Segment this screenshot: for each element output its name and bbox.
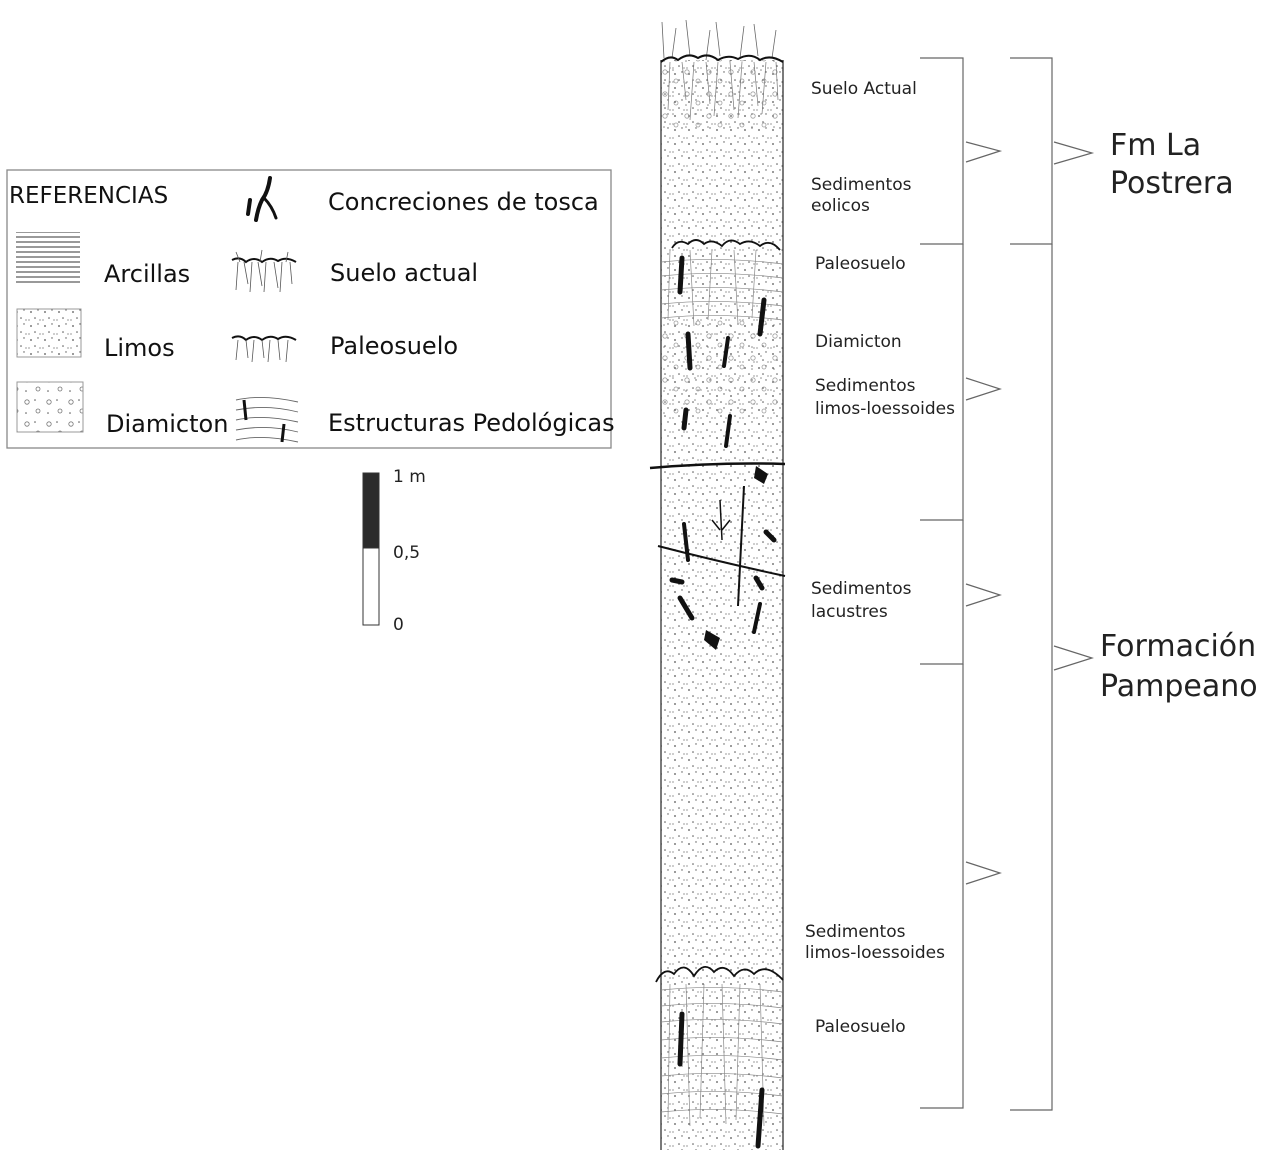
bracket-fm-la-postrera: [1010, 57, 1053, 245]
legend-title: REFERENCIAS: [9, 183, 168, 209]
legend-label-diamicton: Diamicton: [106, 410, 228, 438]
legend: REFERENCIAS Arcillas Limos Diamicton Con…: [6, 169, 615, 449]
diamicton-swatch: [16, 381, 84, 433]
formation-label-lower-2: Pampeano: [1100, 669, 1258, 704]
diamicton-zone-upper: [661, 60, 783, 130]
scale-lower-white: [362, 547, 380, 626]
concretion-6: [724, 414, 732, 448]
chevron-4: [965, 861, 1002, 885]
unit-label-limos-loessoides-2b: limos-loessoides: [805, 943, 945, 963]
unit-label-paleosuelo-upper: Paleosuelo: [815, 254, 906, 274]
concreciones-icon: [246, 176, 278, 222]
chevron-outer-2: [1053, 645, 1094, 671]
unit-label-suelo-actual: Suelo Actual: [811, 79, 917, 99]
chevron-outer-1: [1053, 141, 1095, 165]
formation-label-upper-2: Postrera: [1110, 166, 1234, 201]
paleosuelo-upper-surface: [671, 239, 781, 251]
paleosuelo-icon: [231, 335, 297, 363]
scale-label-mid: 0,5: [393, 543, 420, 563]
fracture-line-1: [649, 462, 786, 470]
unit-label-sedimentos-eolicos-2: eolicos: [811, 196, 870, 216]
bracket-middle: [920, 244, 964, 521]
concretion-3: [685, 331, 693, 371]
formation-label-lower-1: Formación: [1100, 629, 1256, 664]
legend-label-paleosuelo: Paleosuelo: [330, 332, 458, 360]
unit-label-paleosuelo-lower: Paleosuelo: [815, 1017, 906, 1037]
unit-label-limos-loessoides-1a: Sedimentos: [815, 376, 916, 396]
suelo-actual-icon: [231, 249, 297, 293]
scale-label-bottom: 0: [393, 615, 404, 635]
unit-label-lacustres-b: lacustres: [811, 602, 888, 622]
arcillas-swatch: [16, 232, 80, 286]
concretion-7: [754, 466, 768, 484]
suelo-actual-roots: [667, 61, 779, 121]
stratigraphic-column: [649, 19, 786, 1150]
concretion-14: [704, 630, 720, 650]
chevron-1: [965, 141, 1003, 163]
concretion-1: [677, 255, 685, 295]
surface-roots: [661, 19, 777, 61]
fracture-line-4: [711, 499, 731, 541]
concretion-12: [677, 595, 695, 621]
unit-labels: Suelo Actual Sedimentos eolicos Paleosue…: [805, 79, 955, 1037]
outer-brackets: [1010, 57, 1095, 1111]
paleosuelo-lower-surface: [655, 966, 784, 983]
legend-label-arcillas: Arcillas: [104, 260, 190, 288]
bracket-lower: [920, 664, 964, 1109]
chevron-3: [965, 583, 1002, 607]
unit-label-lacustres-a: Sedimentos: [811, 579, 912, 599]
estructuras-upper: [660, 249, 784, 327]
concretion-16: [755, 1087, 765, 1149]
concretion-9: [763, 529, 777, 543]
legend-frame: [6, 169, 612, 449]
legend-label-estructuras: Estructuras Pedológicas: [328, 409, 615, 437]
suelo-actual-surface: [660, 54, 784, 63]
scale-label-top: 1 m: [393, 467, 426, 487]
legend-label-suelo-actual: Suelo actual: [330, 259, 478, 287]
inner-brackets: [920, 57, 1003, 1109]
concretion-11: [753, 575, 765, 591]
concretion-15: [677, 1011, 685, 1067]
bracket-lacustre: [920, 520, 964, 665]
fracture-line-3: [737, 485, 745, 607]
bracket-upper: [920, 57, 964, 245]
chevron-2: [965, 377, 1002, 401]
concretion-13: [752, 602, 762, 634]
fracture-line-2: [657, 545, 786, 577]
scale-upper-black: [362, 472, 380, 549]
estructuras-lower: [660, 983, 784, 1127]
scale-bar: 1 m 0,5 0: [362, 467, 426, 635]
formation-labels: Fm La Postrera Formación Pampeano: [1100, 128, 1258, 704]
legend-label-concreciones: Concreciones de tosca: [328, 188, 599, 216]
unit-label-sedimentos-eolicos-1: Sedimentos: [811, 175, 912, 195]
legend-label-limos: Limos: [104, 334, 175, 362]
concretion-4: [722, 336, 730, 368]
limos-swatch: [16, 308, 82, 358]
concretion-5: [681, 407, 689, 431]
concretion-10: [669, 577, 685, 585]
bracket-formacion-pampeano: [1010, 244, 1053, 1111]
unit-label-limos-loessoides-1b: limos-loessoides: [815, 399, 955, 419]
concretion-2: [757, 297, 767, 337]
diamicton-zone-middle: [661, 320, 783, 420]
formation-label-upper-1: Fm La: [1110, 128, 1201, 163]
estructuras-icon: [235, 397, 299, 443]
unit-label-limos-loessoides-2a: Sedimentos: [805, 922, 906, 942]
concretion-8: [682, 522, 690, 562]
unit-label-diamicton: Diamicton: [815, 332, 902, 352]
